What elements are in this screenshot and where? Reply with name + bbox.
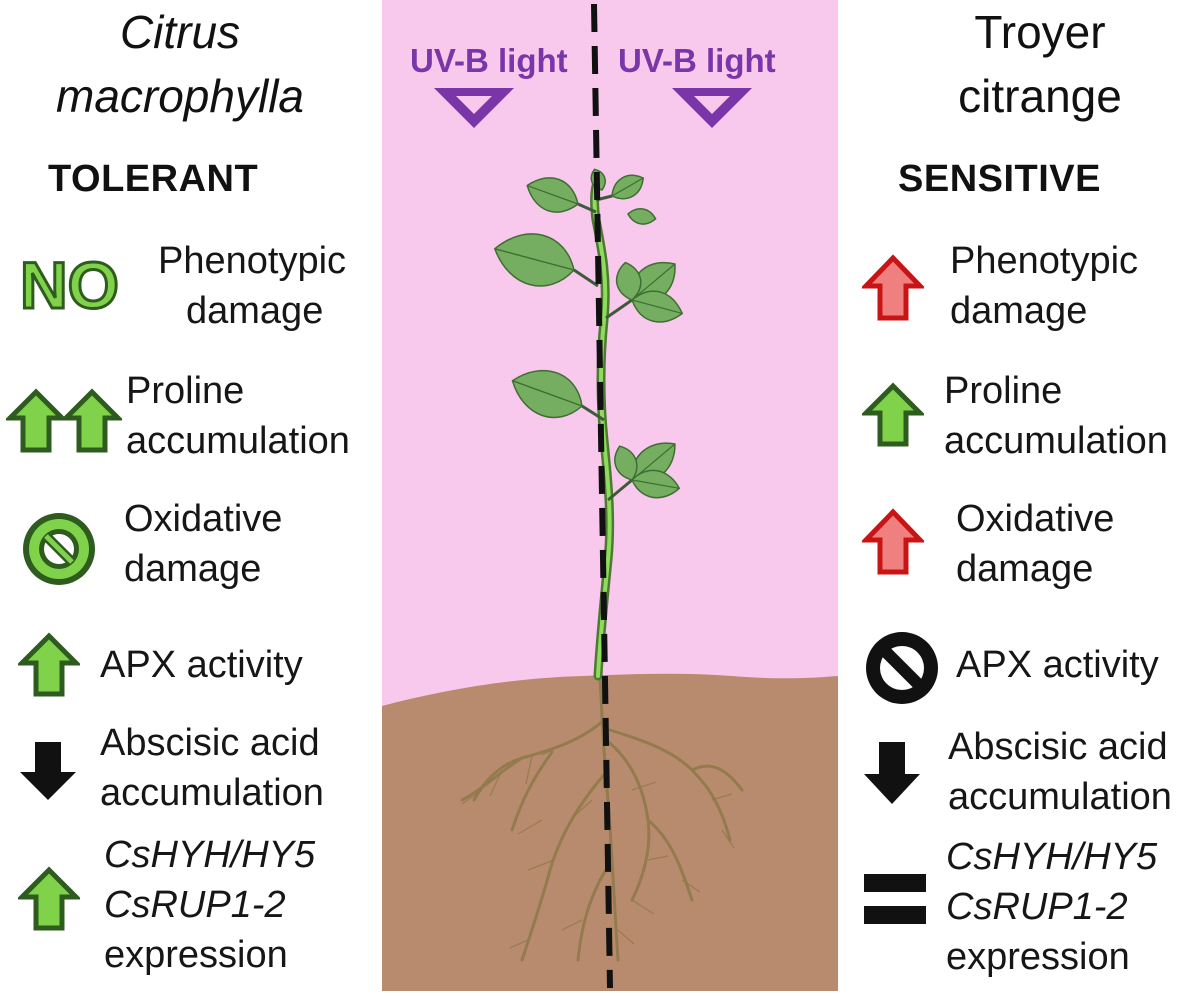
left-species-name-line2: macrophylla [56, 70, 304, 122]
right-item-5-line2: accumulation [948, 776, 1172, 818]
left-item-6-line3: expression [104, 934, 288, 976]
right-species-name-line1: Troyer [974, 6, 1106, 58]
left-item-5-line1: Abscisic acid [100, 722, 320, 764]
equals-icon [862, 870, 928, 930]
left-item-1-line1: Phenotypic [158, 240, 347, 282]
red-up-arrow-icon [860, 254, 926, 322]
left-item-6-line1: CsHYH/HY5 [104, 834, 316, 876]
petioles [573, 194, 633, 502]
uv-label-right: UV-B light [618, 42, 776, 79]
up-arrow-icon [859, 382, 927, 448]
divider-line [591, 3, 613, 989]
right-item-5-line1: Abscisic acid [948, 726, 1168, 768]
down-arrow-icon [16, 738, 80, 804]
right-species-name-line2: citrange [958, 70, 1122, 122]
plant-scene: UV-B light UV-B light [382, 0, 838, 991]
left-species-name-line1: Citrus [119, 6, 241, 58]
right-item-1-line1: Phenotypic [950, 240, 1139, 282]
left-item-5-line2: accumulation [100, 772, 324, 814]
left-item-2-line1: Proline [126, 370, 245, 412]
prohibition-icon [862, 628, 942, 708]
double-up-arrow-icon [3, 388, 125, 454]
left-item-2-line2: accumulation [126, 420, 350, 462]
right-item-2-line1: Proline [944, 370, 1063, 412]
right-item-4-line1: APX activity [956, 644, 1159, 686]
right-item-6-line3: expression [946, 936, 1130, 978]
right-item-3-line2: damage [956, 548, 1094, 590]
fine-roots [461, 744, 735, 949]
right-status-label: SENSITIVE [898, 158, 1101, 200]
uv-chevron-right-icon [672, 88, 752, 128]
up-arrow-icon [15, 866, 83, 932]
red-up-arrow-icon [860, 508, 926, 576]
no-text-icon: NO [18, 247, 138, 324]
left-item-3-line2: damage [124, 548, 262, 590]
left-item-4-line1: APX activity [100, 644, 303, 686]
right-item-6-line1: CsHYH/HY5 [946, 836, 1158, 878]
leaves [493, 168, 684, 499]
left-status-label: TOLERANT [48, 158, 259, 200]
right-item-3-line1: Oxidative [956, 498, 1115, 540]
left-item-1-line2: damage [186, 290, 324, 332]
left-item-6-line2: CsRUP1-2 [104, 884, 286, 926]
uv-chevron-left-icon [434, 88, 514, 128]
up-arrow-icon [15, 632, 83, 698]
right-item-6-line2: CsRUP1-2 [946, 886, 1128, 928]
down-arrow-icon [860, 738, 924, 808]
right-item-2-line2: accumulation [944, 420, 1168, 462]
right-item-1-line2: damage [950, 290, 1088, 332]
prohibition-icon [18, 508, 100, 590]
left-item-3-line1: Oxidative [124, 498, 283, 540]
no-badge-text: NO [20, 250, 119, 320]
uv-label-left: UV-B light [410, 42, 568, 79]
